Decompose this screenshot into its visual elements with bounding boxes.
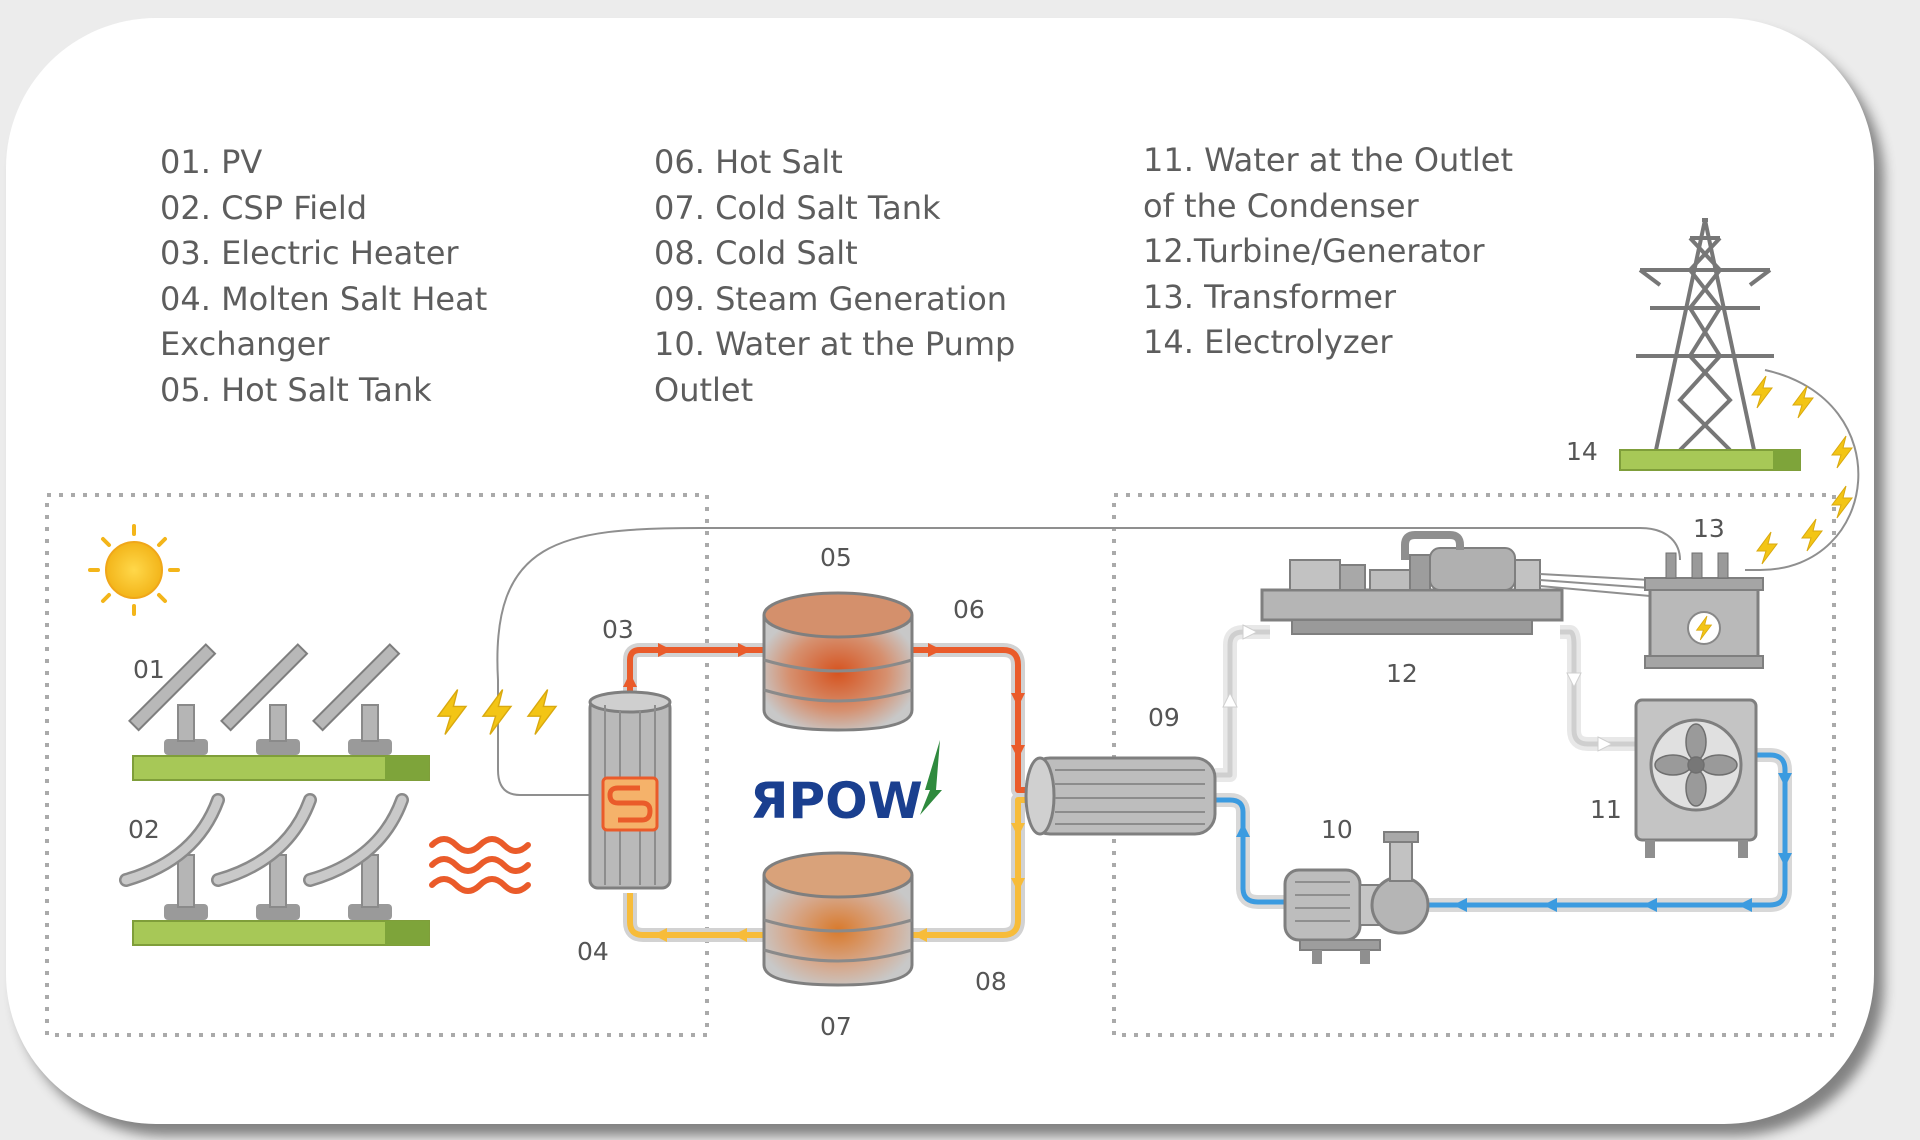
legend-item: 09. Steam Generation <box>654 279 1008 318</box>
label-12: 12 <box>1386 659 1418 688</box>
transmission-tower-icon <box>1636 218 1774 452</box>
power-wire <box>496 527 1681 681</box>
label-14: 14 <box>1566 437 1598 466</box>
csp-field <box>119 793 430 946</box>
legend-item: 05. Hot Salt Tank <box>160 370 432 409</box>
steam-pipe <box>1215 625 1640 782</box>
condenser <box>1634 698 1758 858</box>
legend-item: of the Condenser <box>1143 186 1419 225</box>
electric-heater <box>588 690 672 890</box>
legend-item: 07. Cold Salt Tank <box>654 188 941 227</box>
label-13: 13 <box>1693 514 1725 543</box>
label-10: 10 <box>1321 815 1353 844</box>
electrolyzer-base <box>1619 449 1801 471</box>
legend-item: 13. Transformer <box>1143 277 1397 316</box>
legend-item: Outlet <box>654 370 754 409</box>
logo-text: ЯPOW <box>750 772 923 830</box>
label-08: 08 <box>975 967 1007 996</box>
legend-item: 08. Cold Salt <box>654 234 858 272</box>
pump <box>1283 831 1430 964</box>
label-03: 03 <box>602 615 634 644</box>
water-pipe <box>1215 748 1792 912</box>
sun-icon <box>88 524 180 616</box>
steam-generator <box>1024 756 1217 836</box>
label-07: 07 <box>820 1012 852 1041</box>
label-04: 04 <box>577 937 609 966</box>
rpow-logo: ЯPOW <box>750 740 942 830</box>
legend-item: 11. Water at the Outlet <box>1143 141 1513 179</box>
legend-item: 04. Molten Salt Heat <box>160 279 488 318</box>
cold-salt-pipe <box>623 793 1028 942</box>
legend-item: 10. Water at the Pump <box>654 325 1016 363</box>
legend-item: 12.Turbine/Generator <box>1143 232 1485 270</box>
legend-item: Exchanger <box>160 325 330 363</box>
legend-column-1: 01. PV 02. CSP Field 03. Electric Heater… <box>160 140 487 413</box>
legend-item: 03. Electric Heater <box>160 234 459 272</box>
label-06: 06 <box>953 595 985 624</box>
grid-wire <box>1745 369 1860 571</box>
legend-column-2: 06. Hot Salt 07. Cold Salt Tank 08. Cold… <box>654 140 1015 413</box>
heater-wire <box>497 680 590 796</box>
heat-wave-icon <box>429 836 531 894</box>
generator-wires <box>1539 573 1651 597</box>
legend-column-3: 11. Water at the Outlet of the Condenser… <box>1143 138 1513 366</box>
fan-icon <box>1654 723 1738 807</box>
legend-item: 02. CSP Field <box>160 188 368 227</box>
legend-item: 01. PV <box>160 143 263 181</box>
hot-salt-pipe <box>623 643 1028 797</box>
legend-item: 06. Hot Salt <box>654 143 843 181</box>
label-05: 05 <box>820 543 852 572</box>
transformer <box>1644 552 1764 669</box>
label-02: 02 <box>128 815 160 844</box>
label-09: 09 <box>1148 703 1180 732</box>
label-01: 01 <box>133 655 165 684</box>
turbine-generator <box>1260 531 1564 635</box>
steam-arrows <box>1222 624 1613 752</box>
pv-panels <box>128 643 430 781</box>
legend-item: 14. Electrolyzer <box>1143 323 1393 361</box>
hot-salt-tank <box>762 591 914 732</box>
power-block-boundary <box>1112 493 1836 1037</box>
cold-salt-tank <box>762 851 914 987</box>
label-11: 11 <box>1590 795 1622 824</box>
